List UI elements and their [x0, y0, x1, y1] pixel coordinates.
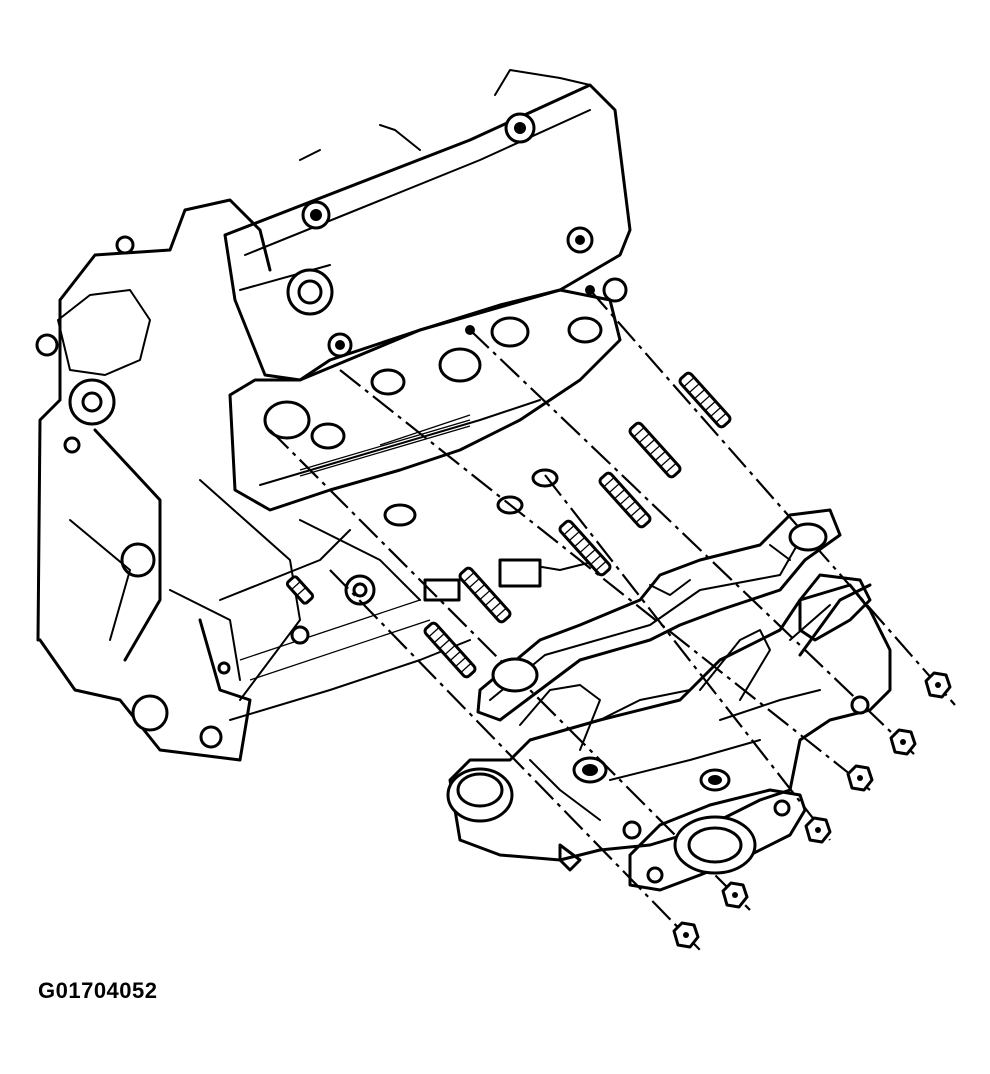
cylinder-head-ports	[228, 285, 622, 606]
nut-2	[889, 728, 917, 756]
stud-6	[423, 621, 477, 679]
stud-4	[558, 519, 612, 577]
valve-cover	[223, 69, 632, 382]
nut-5	[721, 881, 749, 909]
stud-centerlines	[269, 289, 956, 951]
nut-1	[924, 671, 952, 699]
outlet-flange	[628, 788, 807, 892]
stud-1	[678, 371, 732, 429]
nut-3	[846, 764, 874, 792]
stud-5	[458, 566, 512, 624]
studs	[285, 371, 732, 679]
manifold-nuts	[672, 671, 952, 949]
figure-id-label: G01704052	[38, 978, 158, 1003]
stud-7	[285, 575, 315, 605]
nut-4	[804, 816, 832, 844]
engine-block	[35, 198, 471, 762]
stud-2	[628, 421, 682, 479]
exhaust-manifold	[446, 573, 892, 872]
nut-6	[672, 921, 700, 949]
stud-3	[598, 471, 652, 529]
exhaust-manifold-gasket	[476, 508, 842, 722]
